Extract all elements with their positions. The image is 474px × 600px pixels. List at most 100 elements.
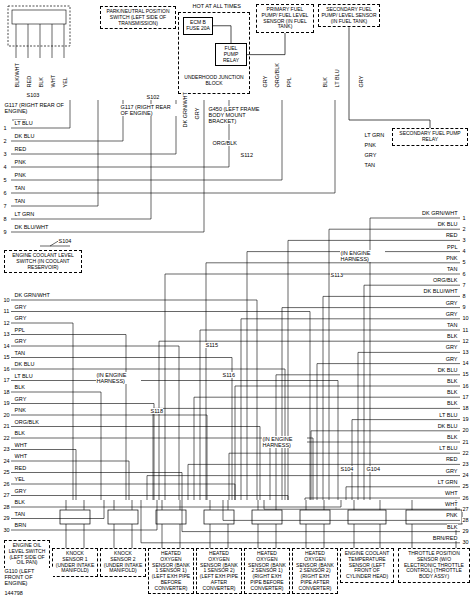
callout-label: RED [26, 75, 32, 88]
callout-label: (IN ENGINE HARNESS) [262, 436, 307, 448]
pin-number: 19 [462, 416, 469, 422]
component-box: KNOCK SENSOR 1 (UNDER INTAKE MANIFOLD) [52, 548, 98, 577]
callout-label: PNK [364, 142, 376, 148]
wire-color: BRN [14, 522, 27, 528]
pin-number: 1 [3, 125, 7, 131]
callout-label: GRY [364, 152, 377, 158]
component-box: THROTTLE POSITION SENSOR (W/O ELECTRONIC… [398, 548, 470, 583]
switch-contacts [12, 10, 66, 24]
pin-number: 27 [462, 506, 469, 512]
wire-color: DK BLU [14, 361, 35, 367]
pin-number: 4 [462, 248, 466, 254]
wire-color: DK BLU/WHT [14, 224, 49, 230]
wire [11, 500, 104, 519]
wire [11, 358, 232, 501]
wire-color: WHT [444, 501, 458, 507]
callout-label: BLK/WHT [14, 63, 20, 88]
pin-number: 4 [3, 164, 7, 170]
pin-number: 8 [462, 293, 466, 299]
component-box: HEATED OXYGEN SENSOR (BANK 1 SENSOR 1) (… [148, 548, 194, 594]
callout-label: ORG/BLK [274, 63, 280, 88]
sensor-body [348, 510, 386, 524]
callout-label: S104 [340, 466, 354, 472]
pin-number: 27 [3, 492, 10, 498]
callout-label: WHT [50, 74, 56, 88]
pin-number: 22 [3, 435, 10, 441]
wire [11, 335, 126, 501]
wire [270, 442, 460, 500]
callout-label: LT GRN [364, 132, 385, 138]
pin-number: 9 [3, 229, 7, 235]
wire [11, 473, 182, 501]
component-box: ENGINE COOLANT LEVEL SWITCH (IN COOLANT … [4, 250, 82, 273]
callout-label: G110 (LEFT FRONT OF ENGINE) [4, 568, 53, 586]
wire [223, 500, 460, 520]
pin-number: 2 [3, 138, 7, 144]
component-label: FUEL PUMP RELAY [218, 46, 244, 63]
sensor-body [204, 510, 234, 524]
pin-number: 15 [3, 354, 10, 360]
wire-color: BLK [447, 378, 458, 384]
pin-number: 25 [3, 469, 10, 475]
pin-number: 20 [462, 427, 469, 433]
wire-color: PNK [14, 159, 26, 165]
pin-number: 5 [462, 259, 466, 265]
wire [11, 450, 76, 501]
sensor-body [252, 510, 282, 524]
sensor-body [60, 510, 90, 524]
wire [194, 397, 460, 500]
pin-number: 30 [462, 539, 469, 545]
pin-number: 15 [462, 371, 469, 377]
wire-connector [247, 33, 285, 55]
callout-label: S115 [205, 342, 218, 348]
wire [11, 500, 157, 530]
callout-label: S104 [58, 238, 72, 244]
wire-color: DK BLU [437, 367, 458, 373]
pin-number: 19 [3, 400, 10, 406]
pin-number: 6 [462, 271, 466, 277]
component-box: HEATED OXYGEN SENSOR (BANK 2 SENSOR 1) (… [244, 548, 290, 594]
wire-color: GRY [14, 304, 27, 310]
pin-number: 21 [3, 423, 10, 429]
pin-number: 29 [3, 515, 10, 521]
wire [188, 464, 460, 500]
wire-color: LT GRN [14, 211, 35, 217]
wire [11, 404, 154, 501]
component-label: HEATED OXYGEN SENSOR (BANK 2 SENSOR 2) (… [295, 551, 335, 591]
pin-number: 3 [462, 237, 466, 243]
wire-color: TAN [14, 185, 26, 191]
callout-label: (IN ENGINE HARNESS) [340, 250, 385, 262]
wire [288, 240, 460, 500]
pin-number: 23 [462, 461, 469, 467]
pin-number: 9 [462, 304, 466, 310]
wire-color: YEL [14, 476, 25, 482]
wire-color: PNK [446, 512, 458, 518]
component-label: HEATED OXYGEN SENSOR (BANK 1 SENSOR 1) (… [151, 551, 191, 591]
wire [11, 312, 310, 501]
callout-label: 144798 [4, 590, 23, 596]
wire-color: BLK [447, 389, 458, 395]
wire-color: TAN [446, 322, 458, 328]
pin-number: 1 [462, 215, 466, 221]
component-label: UNDERHOOD JUNCTION BLOCK [181, 75, 247, 87]
wire [200, 330, 460, 500]
wire [11, 461, 129, 500]
pin-number: 7 [3, 203, 7, 209]
inner-component-box: FUEL PUMP RELAY [215, 43, 247, 66]
wire-color: BLK [447, 333, 458, 339]
wire-color: LT BLU [14, 120, 33, 126]
wire-color: DK BLU [437, 423, 458, 429]
component-box: SECONDARY FUEL PUMP RELAY [392, 128, 468, 146]
wire-color: RED [445, 456, 458, 462]
wire-color: DK BLU/WHT [423, 288, 458, 294]
component-box: UNDERHOOD JUNCTION BLOCKECM B FUSE 20AFU… [178, 12, 250, 94]
component-label: ENGINE OIL LEVEL SWITCH (LEFT SIDE OF OI… [7, 543, 47, 566]
wire-color: WHT [14, 453, 28, 459]
callout-label: HOT AT ALL TIMES [192, 3, 241, 9]
wire [11, 323, 73, 500]
wire-color: BLK [14, 384, 25, 390]
wire-color: RED [14, 146, 27, 152]
pin-number: 20 [3, 412, 10, 418]
wire-color: ORG/BLK [14, 419, 39, 425]
wire-color: PNK [446, 255, 458, 261]
